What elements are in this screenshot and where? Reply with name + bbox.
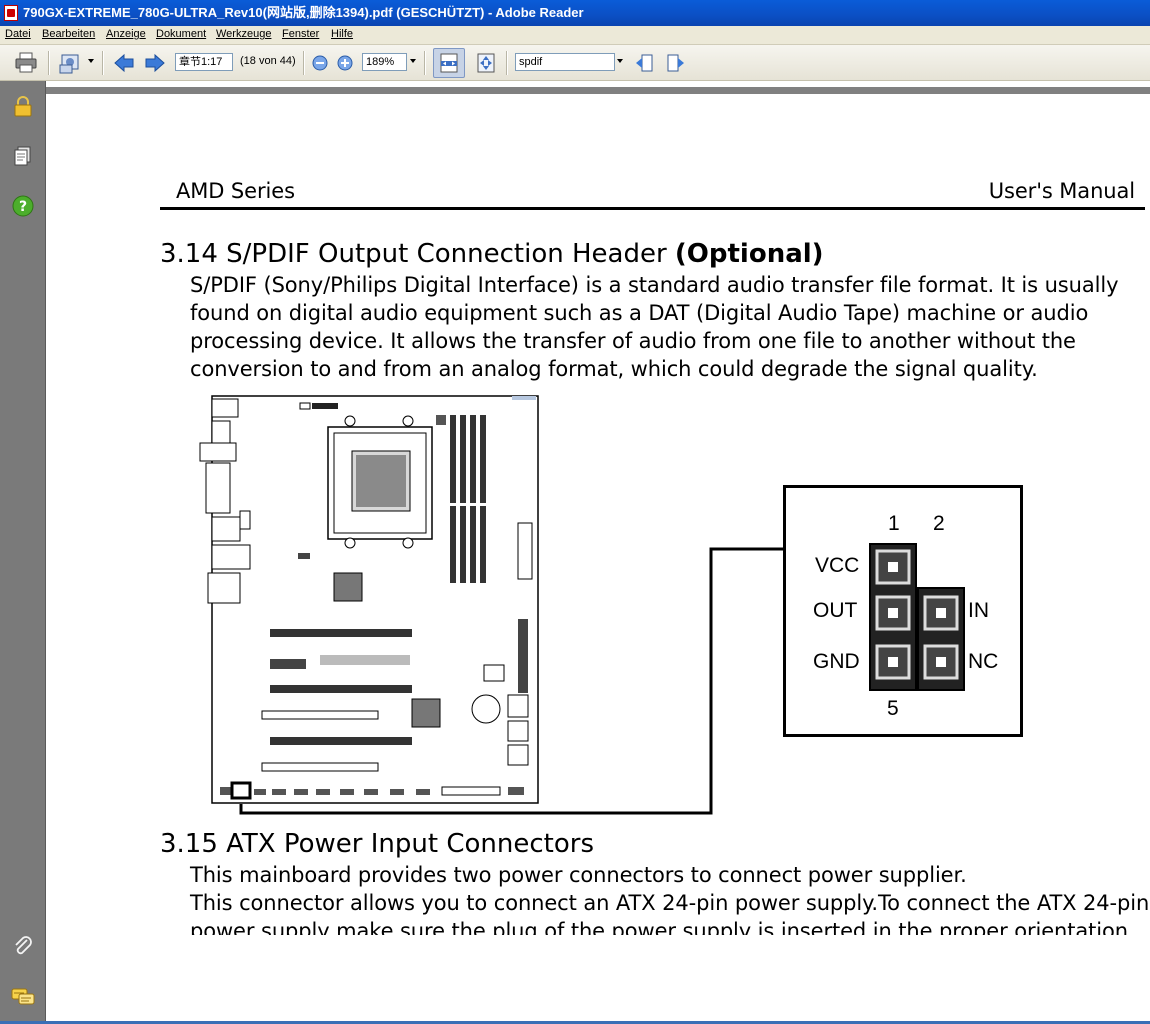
comments-icon: [11, 988, 35, 1005]
email-icon: [59, 54, 79, 74]
page-top-border: [46, 87, 1150, 94]
help-button[interactable]: ?: [11, 194, 35, 218]
pin-label-in: IN: [968, 599, 989, 622]
pin-column-2: 2: [933, 512, 945, 535]
fit-page-button[interactable]: [473, 51, 499, 75]
motherboard-layout-diagram: [199, 395, 539, 804]
pin-number-5: 5: [887, 697, 899, 720]
header-right: User's Manual: [988, 179, 1135, 203]
pin-column-1: 1: [888, 512, 900, 535]
help-icon: ?: [12, 195, 34, 217]
menu-datei[interactable]: Datei: [5, 28, 31, 40]
search-dropdown-icon[interactable]: [617, 59, 623, 63]
zoom-out-button[interactable]: [311, 54, 329, 72]
fit-page-icon: [477, 53, 495, 73]
menu-dokument[interactable]: Dokument: [156, 28, 207, 40]
arrow-left-icon: [114, 53, 134, 73]
search-input[interactable]: spdif: [515, 53, 615, 71]
spdif-pin-diagram: 1 2 VCC OUT GND IN NC 5: [783, 485, 1023, 737]
paragraph-line: conversion to and from an analog format,…: [190, 357, 1038, 381]
page-number-input[interactable]: 章节1:17: [175, 53, 233, 71]
adobe-reader-icon: [4, 5, 18, 21]
pin-label-out: OUT: [813, 599, 858, 622]
printer-icon: [15, 52, 37, 73]
menu-anzeige[interactable]: Anzeige: [106, 28, 146, 40]
comments-button[interactable]: [11, 985, 35, 1009]
section-3-14-optional: (Optional): [674, 239, 824, 269]
svg-text:?: ?: [19, 199, 27, 215]
toolbar: 章节1:17 (18 von 44) 189% spdif: [0, 45, 1150, 81]
security-button[interactable]: [11, 94, 35, 118]
pin-label-gnd: GND: [813, 650, 860, 673]
paragraph-line: This connector allows you to connect an …: [190, 891, 1150, 915]
paragraph-line: This mainboard provides two power connec…: [190, 863, 967, 887]
menu-hilfe[interactable]: Hilfe: [331, 28, 354, 40]
section-3-15-heading: 3.15 ATX Power Input Connectors: [160, 829, 594, 859]
menu-werkzeuge[interactable]: Werkzeuge: [216, 28, 272, 40]
fit-width-icon: [440, 53, 458, 73]
page-count: (18 von 44): [240, 55, 296, 67]
arrow-right-icon: [145, 53, 165, 73]
document-view[interactable]: AMD Series User's Manual 3.14 S/PDIF Out…: [46, 81, 1150, 1022]
fit-width-button[interactable]: [433, 48, 465, 78]
menu-bar: Datei Bearbeiten Anzeige Dokument Werkze…: [0, 26, 1150, 45]
paragraph-line: found on digital audio equipment such as…: [190, 301, 1089, 325]
next-page-button[interactable]: [143, 52, 167, 74]
find-previous-icon: [636, 54, 653, 72]
find-next-button[interactable]: [664, 52, 688, 74]
zoom-input[interactable]: 189%: [362, 53, 407, 71]
window-title: 790GX-EXTREME_780G-ULTRA_Rev10(网站版,删除139…: [23, 5, 584, 20]
attachment-icon: [15, 936, 32, 955]
navigation-panel: ?: [0, 81, 46, 1024]
find-previous-button[interactable]: [632, 52, 656, 74]
zoom-in-icon: [337, 55, 353, 71]
pin-label-vcc: VCC: [815, 554, 860, 577]
pin-header-graphic: [869, 543, 965, 691]
section-3-14-title: 3.14 S/PDIF Output Connection Header: [160, 239, 667, 269]
find-next-icon: [667, 54, 684, 72]
paragraph-line: processing device. It allows the transfe…: [190, 329, 1076, 353]
pin-label-nc: NC: [968, 650, 999, 673]
zoom-in-button[interactable]: [336, 54, 354, 72]
pages-button[interactable]: [11, 144, 35, 168]
print-button[interactable]: [12, 51, 40, 75]
menu-fenster[interactable]: Fenster: [282, 28, 320, 40]
zoom-out-icon: [312, 55, 328, 71]
header-rule: [160, 207, 1145, 210]
page-viewport-cutoff: [46, 935, 1150, 1022]
lock-icon: [14, 96, 32, 117]
title-bar: 790GX-EXTREME_780G-ULTRA_Rev10(网站版,删除139…: [0, 0, 1150, 26]
zoom-dropdown-icon[interactable]: [410, 59, 416, 63]
section-3-14-heading: 3.14 S/PDIF Output Connection Header (Op…: [160, 239, 824, 269]
previous-page-button[interactable]: [112, 52, 136, 74]
window-bottom-border: [0, 1021, 1150, 1024]
menu-bearbeiten[interactable]: Bearbeiten: [42, 28, 96, 40]
email-dropdown-icon[interactable]: [88, 59, 94, 63]
pages-icon: [14, 146, 31, 166]
header-left: AMD Series: [176, 179, 295, 203]
email-button[interactable]: [58, 51, 84, 75]
callout-lines: [239, 547, 783, 815]
attachments-button[interactable]: [11, 935, 35, 959]
paragraph-line: S/PDIF (Sony/Philips Digital Interface) …: [190, 273, 1119, 297]
